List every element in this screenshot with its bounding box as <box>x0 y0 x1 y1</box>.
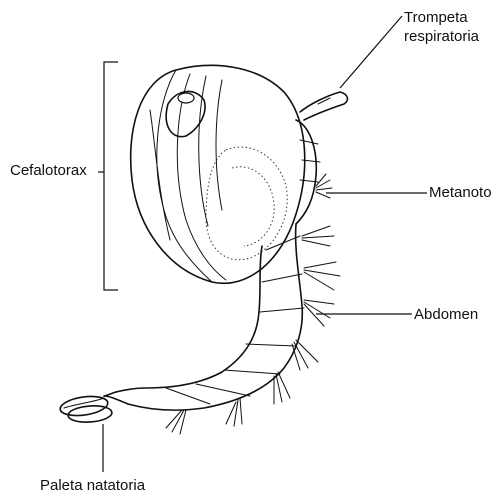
label-abdomen: Abdomen <box>414 306 478 323</box>
abdomen-body <box>116 224 340 434</box>
label-cefalotorax: Cefalotorax <box>10 162 87 179</box>
label-trompeta-line1: Trompeta <box>404 9 468 26</box>
thorax-segments <box>296 120 332 224</box>
cefalotorax-bracket <box>98 62 118 290</box>
respiratory-trumpet <box>300 92 347 120</box>
label-trompeta-line2: respiratoria <box>404 28 479 45</box>
label-paleta-natatoria: Paleta natatoria <box>40 477 145 494</box>
label-metanoto: Metanoto <box>429 184 492 201</box>
trompeta-leader-line <box>340 16 402 88</box>
swimming-paddle <box>59 392 128 424</box>
cephalothorax <box>131 65 305 283</box>
